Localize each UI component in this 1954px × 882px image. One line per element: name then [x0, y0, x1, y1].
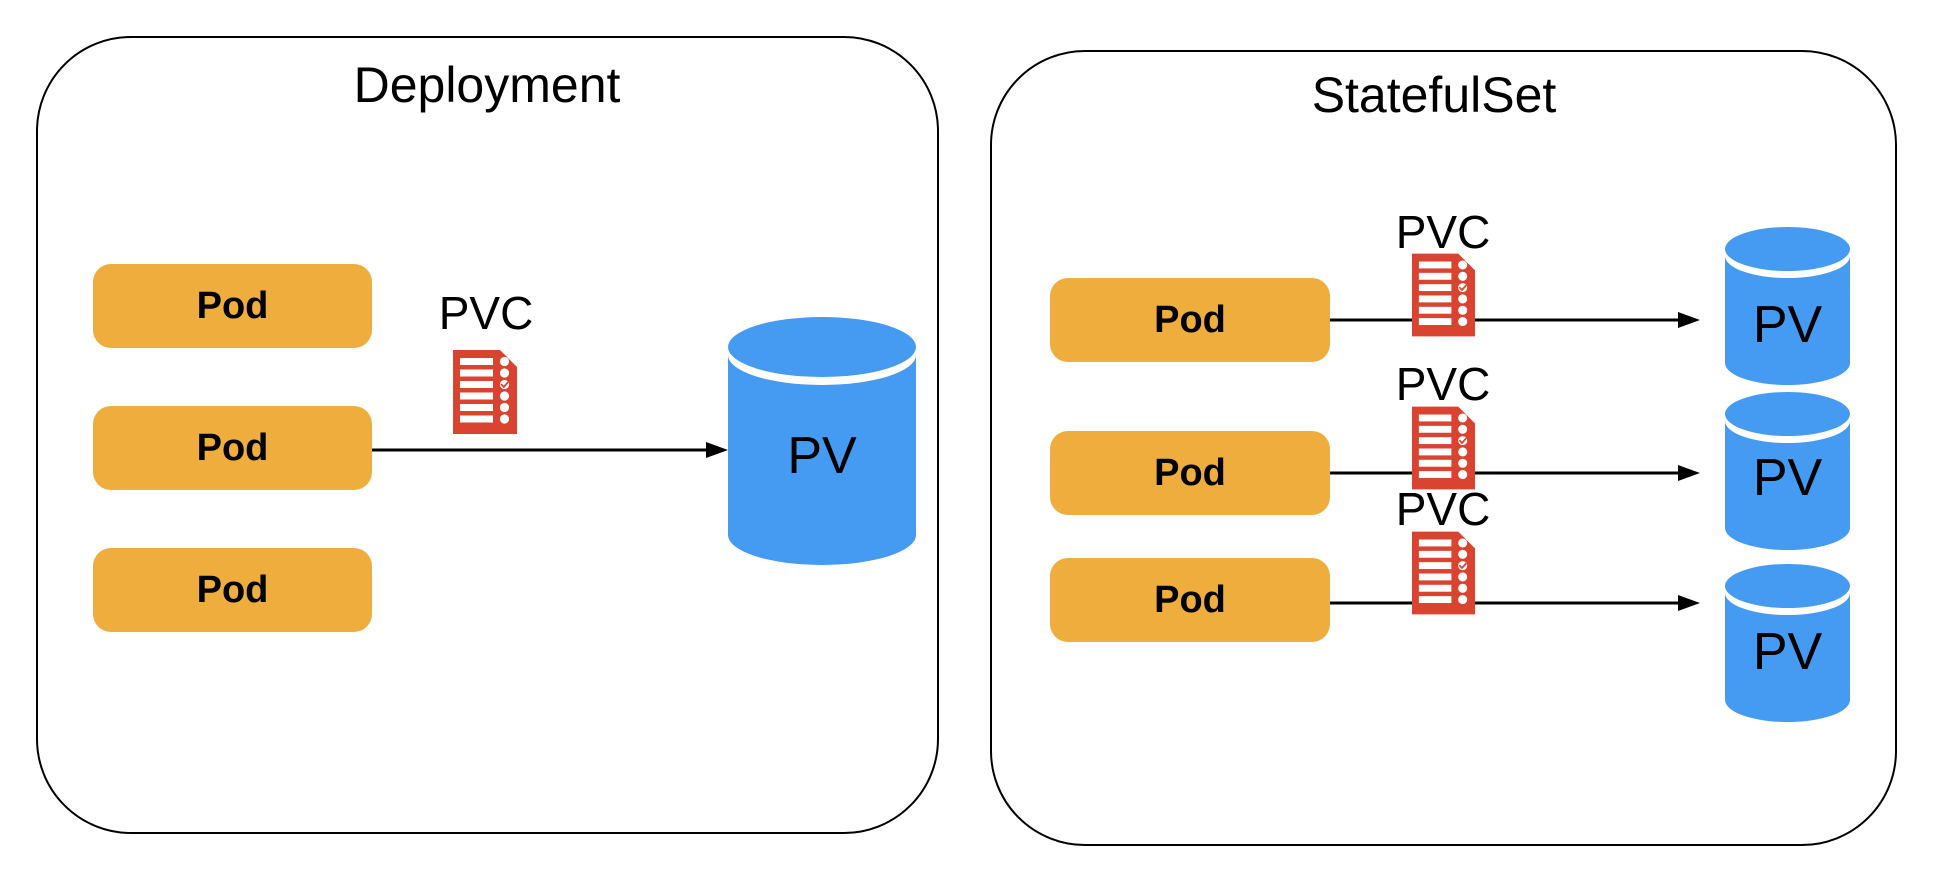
pvc-document-icon	[453, 350, 517, 434]
pv-label: PV	[1752, 296, 1823, 354]
pv-cylinder: PV	[1725, 227, 1850, 385]
pod-to-pv-arrow	[1330, 465, 1700, 481]
pv-label: PV	[787, 427, 857, 485]
pod-label: Pod	[196, 569, 269, 611]
pv-label: PV	[1752, 449, 1823, 507]
pvc-document-icon	[1412, 253, 1475, 337]
pv-cylinder-icon	[1725, 564, 1850, 722]
pv-cylinder: PV	[1725, 564, 1850, 722]
pod-box: Pod	[1050, 558, 1330, 642]
pod-label: Pod	[196, 427, 269, 469]
pvc-label: PVC	[1395, 483, 1491, 535]
pod-box: Pod	[1050, 278, 1330, 362]
statefulset-panel-title: StatefulSet	[1311, 67, 1557, 123]
pv-cylinder: PV	[1725, 392, 1850, 550]
pod-to-pv-arrow	[372, 442, 728, 458]
pod-to-pv-arrow	[1330, 595, 1700, 611]
pvc-label: PVC	[1395, 206, 1491, 258]
pv-cylinder-icon	[728, 317, 916, 565]
pv-cylinder-icon	[1725, 392, 1850, 550]
pvc-label: PVC	[438, 287, 534, 339]
pv-label: PV	[1752, 623, 1823, 681]
pvc-label: PVC	[1395, 358, 1491, 410]
pod-box: Pod	[93, 548, 372, 632]
pv-cylinder-icon	[1725, 227, 1850, 385]
pod-box: Pod	[93, 406, 372, 490]
pvc-document-icon	[1412, 406, 1475, 490]
pod-to-pv-arrow	[1330, 312, 1700, 328]
pod-label: Pod	[1154, 299, 1226, 341]
deployment-panel-title: Deployment	[353, 57, 621, 113]
pod-box: Pod	[1050, 431, 1330, 515]
pv-cylinder: PV	[728, 317, 916, 565]
pod-label: Pod	[1154, 579, 1226, 621]
pod-label: Pod	[196, 285, 269, 327]
pod-box: Pod	[93, 264, 372, 348]
pvc-document-icon	[1412, 531, 1475, 615]
pod-label: Pod	[1154, 452, 1226, 494]
